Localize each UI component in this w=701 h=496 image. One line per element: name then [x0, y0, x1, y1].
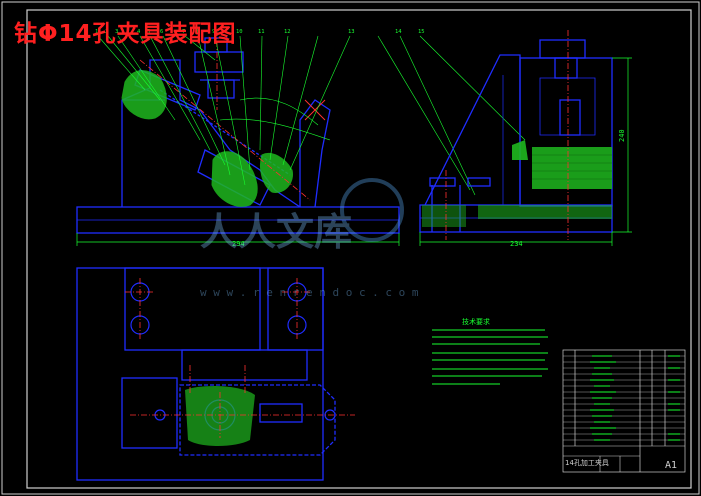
balloon-row: 1 2 3 4 5 6 7 8 9 10 11 12 13 14 15	[95, 29, 425, 35]
side-centerlines	[445, 30, 569, 240]
side-view	[419, 39, 613, 233]
balloon-14: 14	[395, 29, 402, 35]
side-hatch	[422, 140, 612, 227]
balloon-2: 2	[105, 29, 108, 35]
balloon-5: 5	[147, 29, 150, 35]
parts-list	[562, 349, 686, 473]
title-block-lines	[563, 445, 685, 472]
parts-list-text	[590, 355, 680, 441]
leader-lines	[97, 35, 526, 196]
front-centerlines	[139, 30, 311, 201]
notes-heading: 技术要求	[462, 317, 490, 326]
side-dimensions	[419, 57, 632, 246]
drawing-title: 钻Φ14孔夹具装配图	[14, 21, 237, 47]
tech-notes-block	[432, 329, 548, 385]
side-hatch-lines	[532, 154, 612, 180]
front-hatch	[121, 70, 294, 207]
balloon-6: 6	[160, 29, 163, 35]
sheet-inner-border	[26, 9, 692, 489]
balloon-11: 11	[258, 29, 265, 35]
balloon-12: 12	[284, 29, 291, 35]
watermark-text: 人人文库	[200, 210, 352, 254]
side-height-dim: 240	[618, 129, 626, 142]
balloon-10: 10	[236, 29, 243, 35]
balloon-13: 13	[348, 29, 355, 35]
watermark: 人人文库 w w w . r e n r e n d o c . c o m	[200, 178, 419, 299]
balloon-15: 15	[418, 29, 425, 35]
top-centerlines	[125, 278, 355, 438]
side-width-dim: 234	[510, 240, 523, 248]
balloon-7: 7	[182, 29, 185, 35]
section-mark	[304, 99, 326, 121]
balloon-3: 3	[115, 29, 118, 35]
balloon-4: 4	[137, 29, 141, 35]
title-block-sheet-size: A1	[665, 460, 677, 471]
front-width-dim: 294	[232, 240, 245, 248]
balloon-9: 9	[212, 29, 215, 35]
top-view	[76, 267, 336, 481]
balloon-1: 1	[95, 29, 98, 35]
balloon-8: 8	[195, 29, 198, 35]
watermark-url: w w w . r e n r e n d o c . c o m	[200, 286, 419, 299]
front-dimension	[76, 233, 400, 246]
title-block-part-name: 14孔加工夹具	[565, 458, 609, 467]
parts-list-rows	[563, 355, 685, 441]
